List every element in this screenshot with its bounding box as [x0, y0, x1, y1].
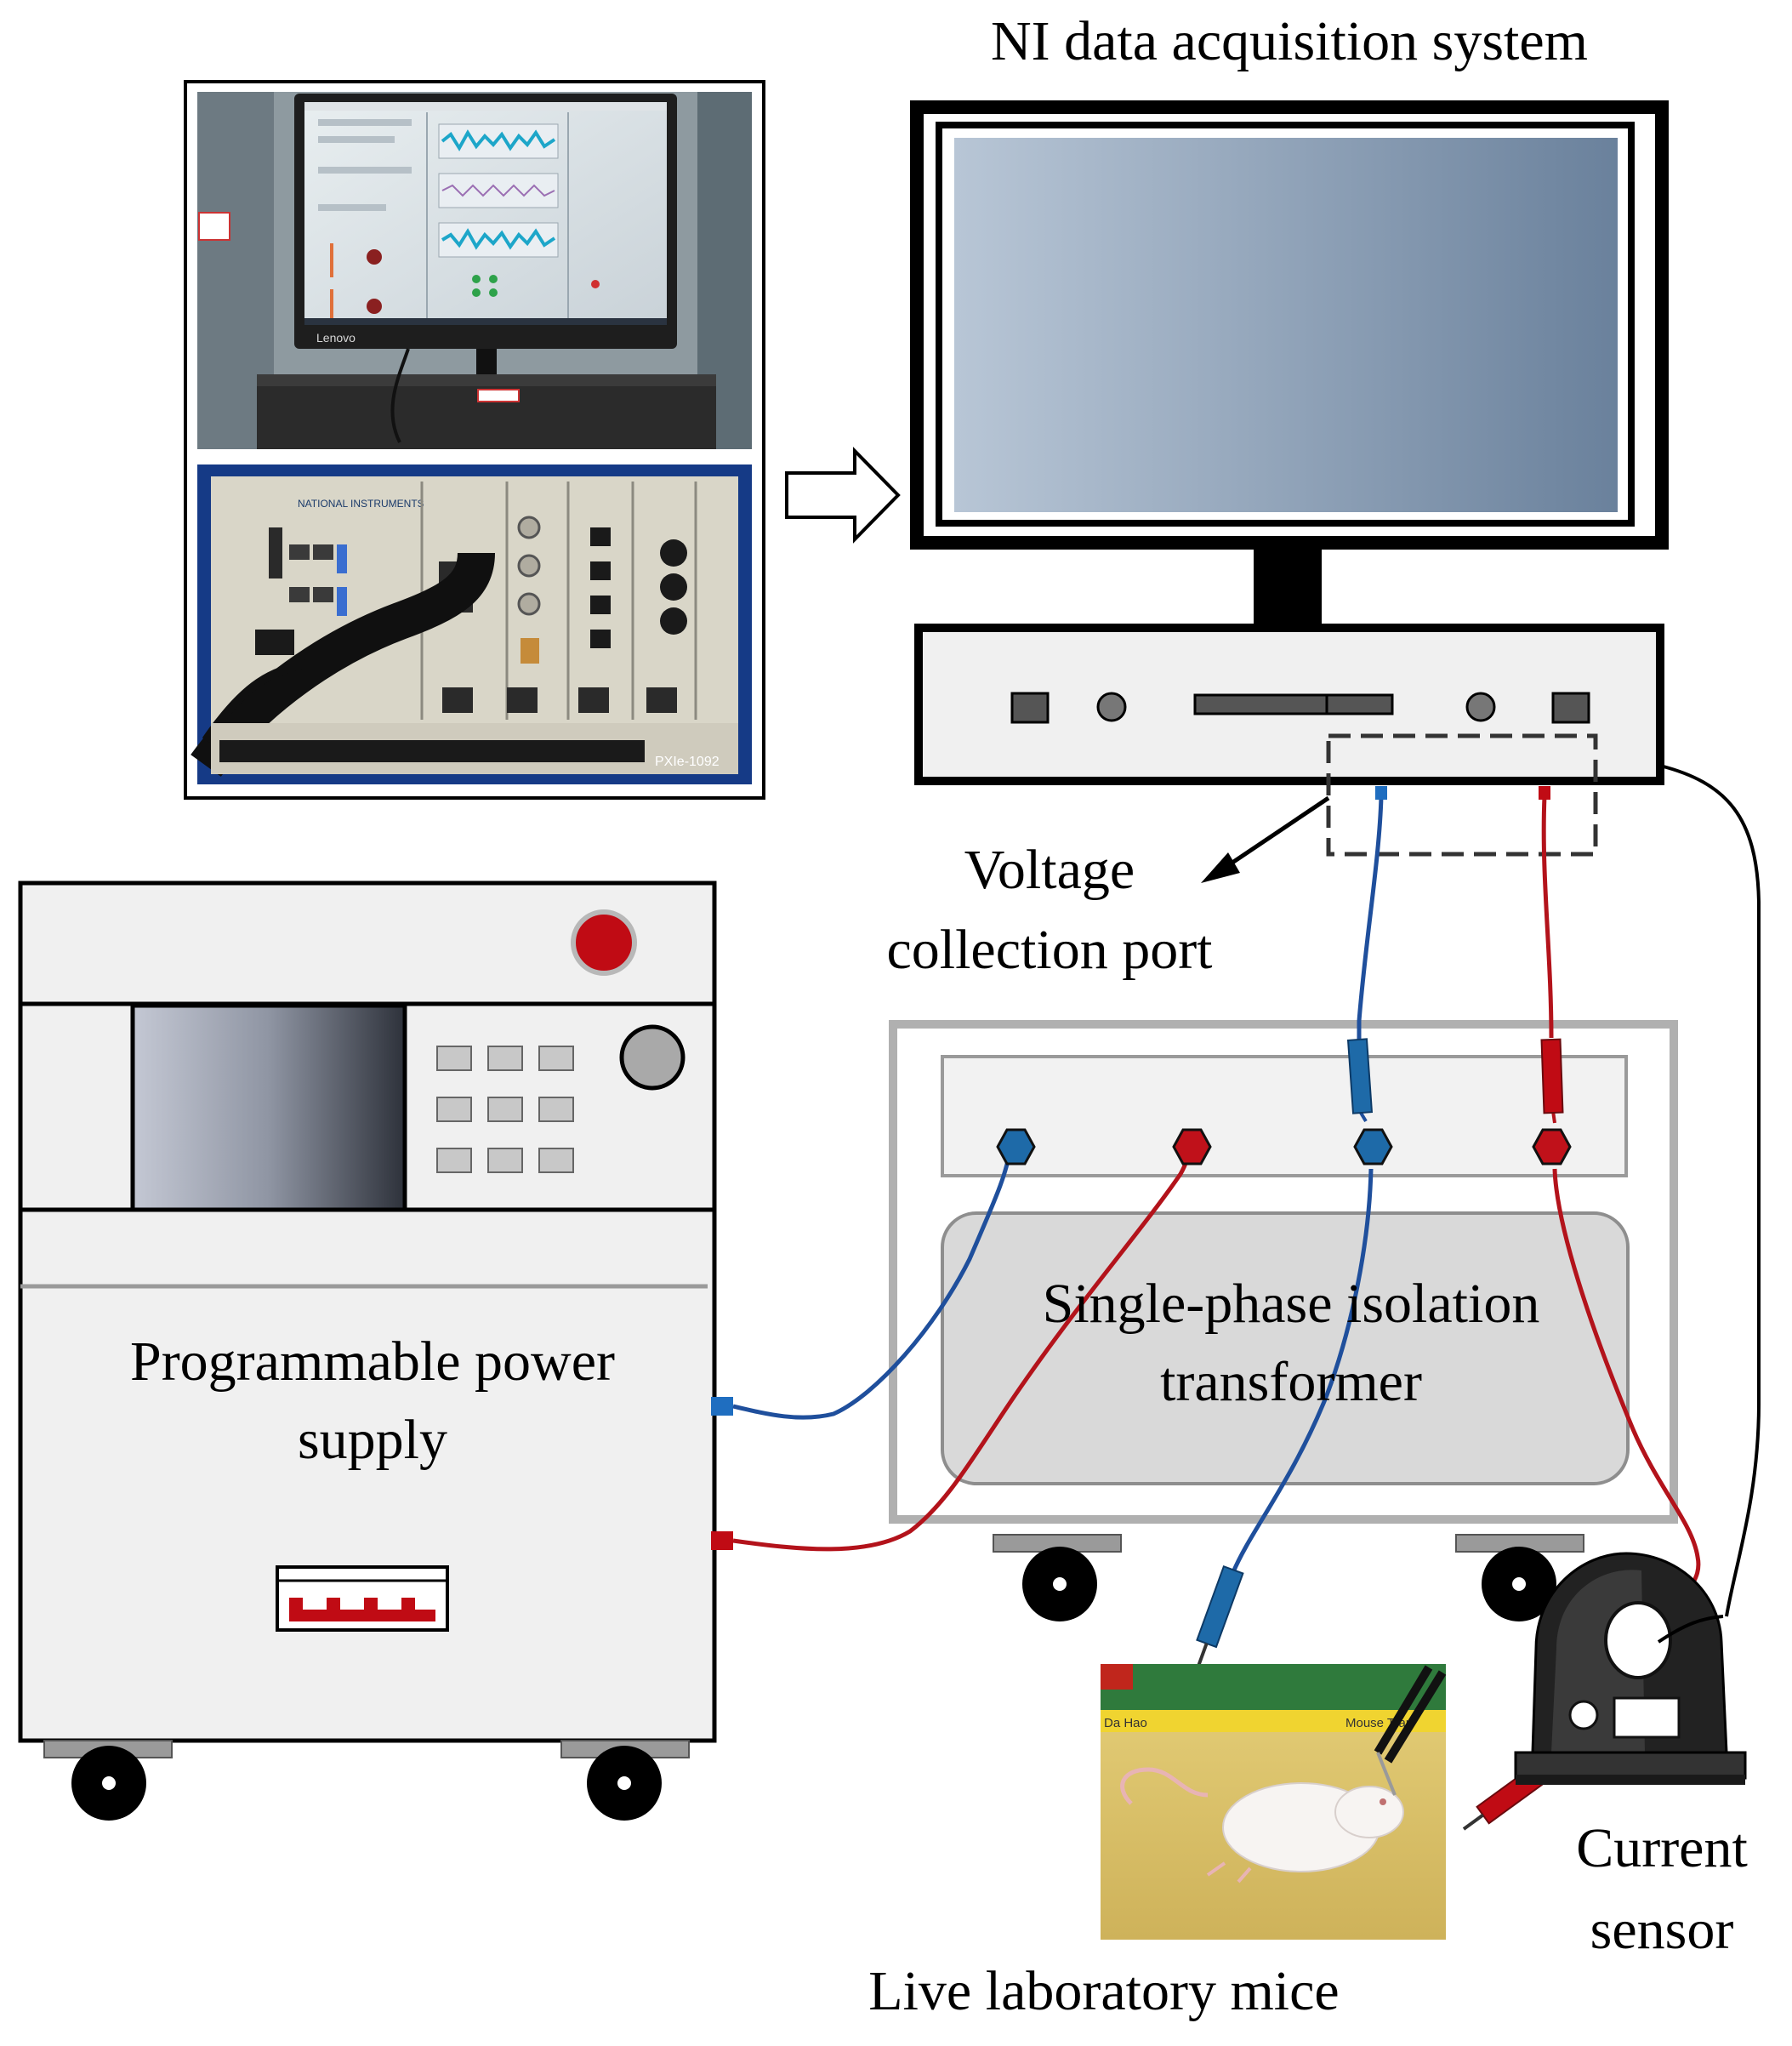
- power-supply-display: [130, 1003, 407, 1212]
- current-sensor-label-line2: sensor: [1590, 1899, 1734, 1961]
- transformer-terminal-panel: [941, 1055, 1628, 1177]
- voltage-port-label-line1: Voltage: [964, 839, 1135, 901]
- transformer-label-line1: Single-phase isolation: [1043, 1273, 1540, 1335]
- circuit-breaker-icon[interactable]: [276, 1565, 449, 1632]
- chassis-brand-label: NATIONAL INSTRUMENTS: [298, 498, 424, 510]
- power-button[interactable]: [571, 909, 637, 976]
- red-wire-sensor: [1552, 1168, 1701, 1593]
- voltage-port-arrow: [1201, 795, 1330, 883]
- power-supply-label-line1: Programmable power: [130, 1331, 615, 1393]
- arrowhead-icon: [1201, 852, 1240, 883]
- mice-label: Live laboratory mice: [868, 1960, 1339, 2022]
- blue-probe: [1195, 1564, 1244, 1672]
- power-supply-blue-port[interactable]: [711, 1397, 733, 1416]
- programmable-power-supply: [18, 881, 733, 1821]
- ni-computer: [910, 100, 1669, 857]
- wire-plugs: [1346, 786, 1564, 1114]
- red-plug-icon: [1540, 1038, 1564, 1114]
- mat-label-left: Da Hao: [1104, 1716, 1147, 1730]
- pxi-chassis-photo: NATIONAL INSTRUMENTS: [191, 464, 752, 784]
- isolation-transformer: [889, 1020, 1678, 1621]
- power-supply-label-line2: supply: [298, 1409, 447, 1471]
- monitor-brand-label: Lenovo: [316, 331, 356, 345]
- power-supply-red-port[interactable]: [711, 1531, 733, 1550]
- chassis-model-label: PXIe-1092: [655, 755, 720, 769]
- transformer-terminals: [996, 1128, 1572, 1165]
- red-terminal-icon[interactable]: [1532, 1128, 1572, 1165]
- ni-system-label: NI data acquisition system: [991, 10, 1588, 72]
- blue-terminal-icon[interactable]: [996, 1128, 1036, 1165]
- red-terminal-icon[interactable]: [1172, 1128, 1212, 1165]
- current-sensor-label-line1: Current: [1576, 1817, 1748, 1879]
- blue-wire-ni: [1357, 795, 1384, 1041]
- power-supply-knob[interactable]: [619, 1024, 686, 1091]
- voltage-port-label-line2: collection port: [886, 919, 1212, 981]
- hollow-right-arrow-icon: [785, 447, 901, 544]
- power-supply-keypad[interactable]: [436, 1046, 574, 1173]
- monitor-photo: Lenovo: [197, 92, 752, 449]
- voltage-collection-port-box: [1326, 733, 1598, 857]
- ni-monitor-screen: [954, 138, 1618, 512]
- mice-photo: Da Hao Mouse Trap: [1101, 1664, 1447, 1940]
- sensor-aperture: [1604, 1601, 1672, 1679]
- red-wire-supply: [732, 1146, 1192, 1552]
- blue-wire-probe: [1231, 1168, 1374, 1573]
- wires: [732, 764, 1761, 1617]
- red-wire-ni: [1541, 795, 1554, 1039]
- ni-monitor-stand: [1254, 543, 1322, 626]
- blue-wire-supply: [732, 1146, 1013, 1420]
- photo-panel: Lenovo NATIONAL INSTRUMENTS: [184, 80, 765, 800]
- current-sensor-icon: [1514, 1552, 1747, 1785]
- labels: NI data acquisition system Voltage colle…: [130, 10, 1748, 2022]
- transformer-core: [941, 1211, 1630, 1485]
- blue-plug-icon: [1346, 1038, 1374, 1114]
- blue-terminal-icon[interactable]: [1353, 1128, 1393, 1165]
- signal-wire: [1659, 764, 1761, 1617]
- transformer-label-line2: transformer: [1160, 1351, 1422, 1413]
